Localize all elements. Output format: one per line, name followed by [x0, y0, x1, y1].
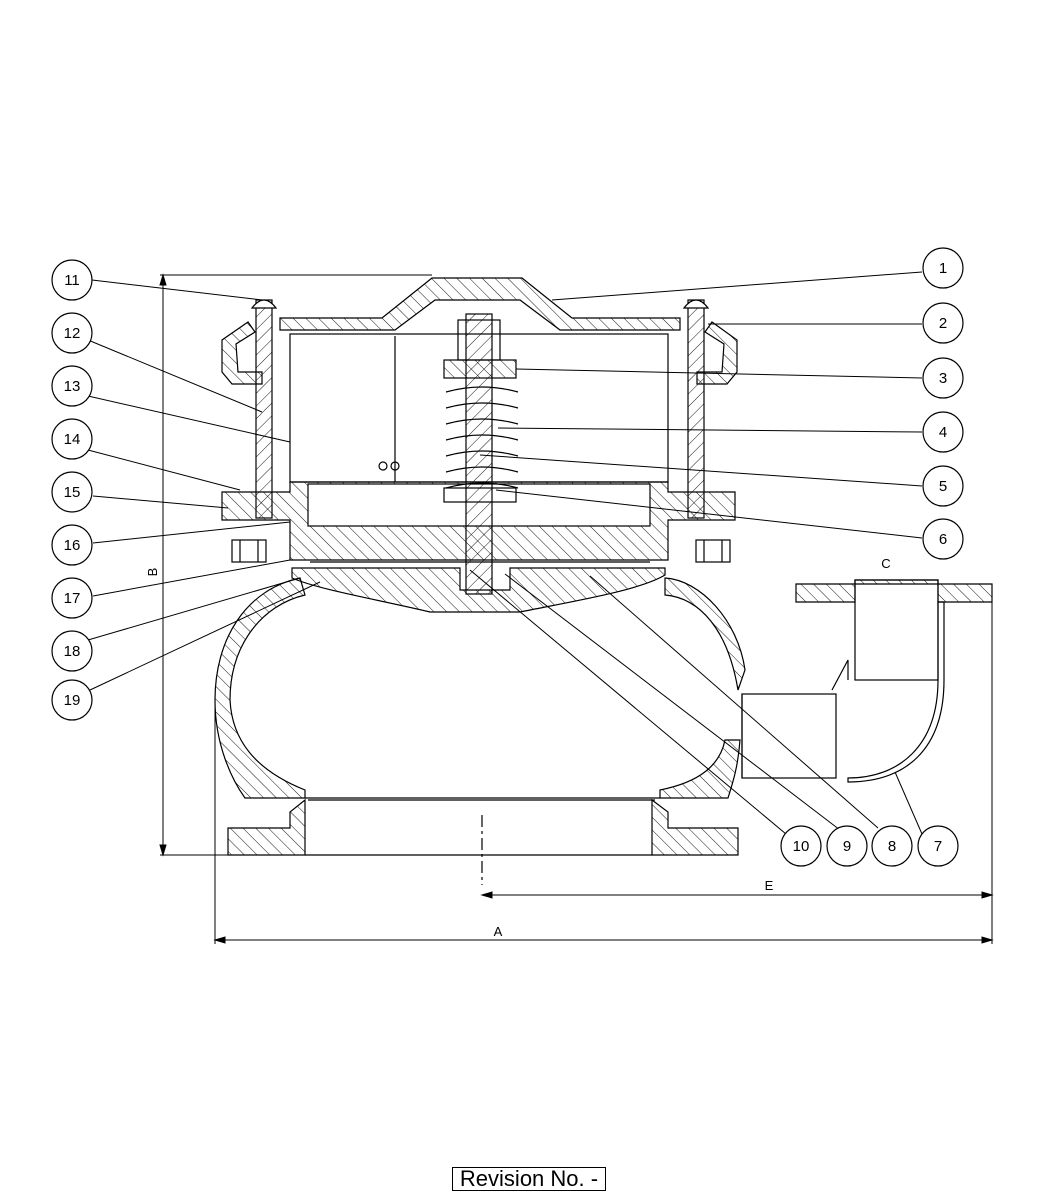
stud-right	[687, 299, 705, 519]
callout-3: 3	[922, 357, 964, 399]
svg-text:3: 3	[939, 370, 947, 387]
callout-7: 7	[917, 825, 959, 867]
callout-9: 9	[826, 825, 868, 867]
callout-6: 6	[922, 518, 964, 560]
svg-text:17: 17	[64, 590, 81, 607]
svg-text:18: 18	[64, 643, 81, 660]
svg-text:15: 15	[64, 484, 81, 501]
svg-text:16: 16	[64, 537, 81, 554]
dim-label-b: B	[145, 568, 160, 577]
callout-1: 1	[922, 247, 964, 289]
svg-text:2: 2	[939, 315, 947, 332]
stud-left	[255, 299, 273, 519]
body-shell-right-lower	[659, 739, 741, 799]
dimension-labels: A E C B	[145, 556, 891, 939]
dim-label-a: A	[494, 924, 503, 939]
svg-text:12: 12	[64, 325, 81, 342]
svg-text:1: 1	[939, 260, 947, 277]
bottom-flange-right	[651, 798, 739, 856]
nut-left	[231, 539, 267, 563]
svg-text:10: 10	[793, 838, 810, 855]
svg-text:8: 8	[888, 838, 896, 855]
callout-4: 4	[922, 411, 964, 453]
bottom-flange-left	[227, 798, 306, 856]
body-shell-right	[664, 577, 746, 691]
top-cover	[279, 277, 681, 331]
svg-text:7: 7	[934, 838, 942, 855]
svg-text:6: 6	[939, 531, 947, 548]
dimension-lines	[159, 273, 994, 944]
callout-bubbles: 11 12 13 14 15 16 17 18	[51, 247, 964, 867]
spring	[445, 386, 519, 489]
leader-lines	[87, 271, 923, 835]
svg-text:14: 14	[64, 431, 81, 448]
callout-12: 12	[51, 312, 93, 354]
dim-label-c: C	[881, 556, 890, 571]
svg-text:19: 19	[64, 692, 81, 709]
svg-text:11: 11	[64, 272, 80, 289]
outlet-elbow	[741, 579, 993, 783]
callout-2: 2	[922, 302, 964, 344]
small-fitting-icon	[378, 461, 388, 471]
svg-text:4: 4	[939, 424, 947, 441]
callout-16: 16	[51, 524, 93, 566]
svg-text:9: 9	[843, 838, 851, 855]
bonnet-assembly	[221, 277, 738, 613]
stem	[465, 313, 493, 595]
callout-11: 11	[51, 259, 93, 301]
nut-right	[695, 539, 731, 563]
callout-8: 8	[871, 825, 913, 867]
callout-5: 5	[922, 465, 964, 507]
valve-body	[214, 577, 746, 885]
body-shell	[214, 577, 306, 799]
svg-text:5: 5	[939, 478, 947, 495]
outlet-flange	[795, 579, 993, 603]
revision-label: Revision No. -	[452, 1167, 606, 1191]
svg-text:13: 13	[64, 378, 81, 395]
dim-label-e: E	[765, 878, 774, 893]
callout-18: 18	[51, 630, 93, 672]
callout-14: 14	[51, 418, 93, 460]
callout-13: 13	[51, 365, 93, 407]
callout-15: 15	[51, 471, 93, 513]
callout-17: 17	[51, 577, 93, 619]
callout-19: 19	[51, 679, 93, 721]
callout-10: 10	[780, 825, 822, 867]
